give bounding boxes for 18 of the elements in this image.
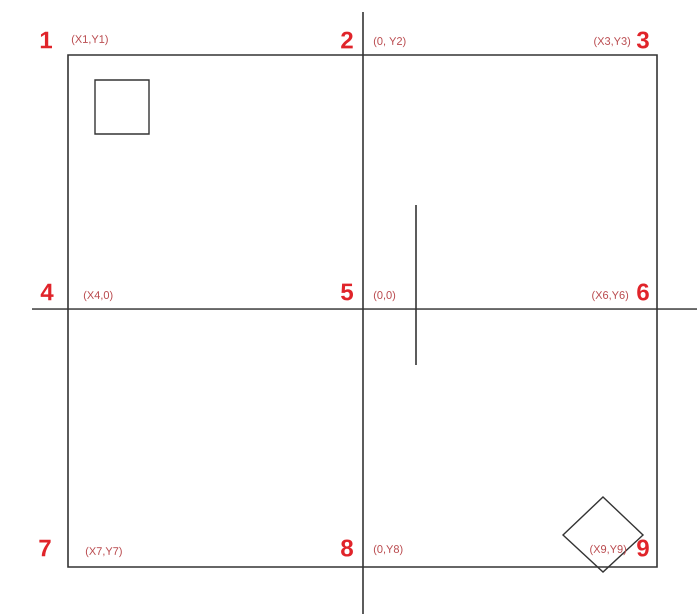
- coordinate-label: (0,0): [374, 290, 396, 302]
- corner-number: 4: [40, 284, 54, 300]
- corner-number: 6: [637, 284, 649, 300]
- coordinate-label: (X4,0): [84, 290, 112, 302]
- corner-number: 2: [341, 32, 353, 48]
- corner-number: 1: [40, 32, 52, 48]
- coordinate-label: (0,Y8): [374, 544, 402, 556]
- coordinate-label: (X6,Y6): [592, 290, 628, 302]
- corner-number: 5: [341, 284, 353, 300]
- corner-number: 7: [39, 540, 51, 556]
- coordinate-label: (X9,Y9): [590, 544, 626, 556]
- coordinate-label: (0, Y2): [374, 36, 406, 48]
- corner-number: 9: [637, 540, 649, 556]
- coordinate-label: (X7,Y7): [86, 546, 122, 558]
- corner-number: 3: [636, 32, 649, 48]
- coordinate-label: (X1,Y1): [72, 34, 108, 46]
- corner-number: 8: [341, 540, 353, 556]
- coordinate-label: (X3,Y3): [594, 36, 630, 48]
